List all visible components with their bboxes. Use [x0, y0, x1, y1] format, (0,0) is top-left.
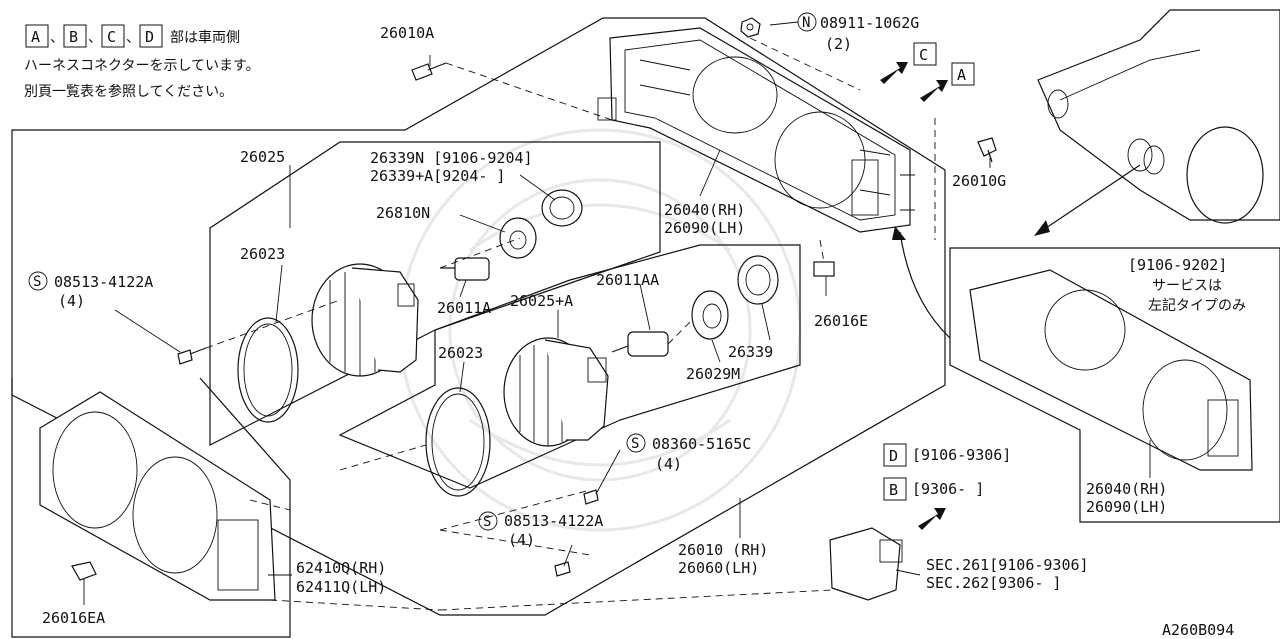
bulb-26011aa [611, 331, 669, 357]
label-qty-2: (2) [825, 35, 852, 53]
label-08911: 08911-1062G [820, 14, 919, 32]
socket-26810n [499, 217, 537, 259]
label-bolt-s-mid: S [631, 436, 639, 452]
note-box-c: C [107, 28, 116, 46]
label-bolt-s-lower: S [483, 514, 491, 530]
dashed-assembly-lines [205, 37, 936, 611]
rim-26023-lower [425, 387, 491, 497]
connector-26016e [813, 261, 835, 277]
connector-arrows [880, 62, 1141, 530]
label-26010g: 26010G [952, 172, 1006, 190]
label-26040-rh: 26040(RH) [664, 201, 745, 219]
sub-frame-26025 [209, 141, 661, 446]
label-26025: 26025 [240, 148, 285, 166]
retaining-ring-26339 [737, 255, 779, 305]
label-26810n: 26810N [376, 204, 430, 222]
label-qty-4-upper: (4) [58, 292, 85, 310]
label-26029m: 26029M [686, 365, 740, 383]
inset-housing-bracket [969, 269, 1253, 471]
label-bolt-n: N [802, 15, 810, 31]
note-sep-3: 、 [126, 30, 140, 46]
note-line-1: 部は車両側 [170, 29, 240, 46]
housing-bracket [597, 27, 915, 233]
label-sec262: SEC.262[9306- ] [926, 574, 1061, 592]
label-26090-lh: 26090(LH) [664, 219, 745, 237]
screw-08513-lower [554, 561, 571, 577]
label-connector-d: D [889, 447, 898, 465]
lamp-unit-26025 [311, 263, 419, 377]
note-box-a: A [31, 28, 40, 46]
note-box-b: B [69, 28, 78, 46]
car-illustration [1037, 9, 1280, 224]
label-08513-upper: 08513-4122A [54, 273, 153, 291]
label-26010-rh: 26010 (RH) [678, 541, 768, 559]
label-26023-upper: 26023 [240, 245, 285, 263]
note-line-2: ハーネスコネクターを示しています。 [24, 58, 260, 74]
label-inset-26090: 26090(LH) [1086, 498, 1167, 516]
bulb-26011a [440, 257, 490, 281]
label-inset-note-2: 左記タイプのみ [1148, 297, 1246, 314]
label-bolt-s-upper: S [33, 274, 41, 290]
bolt-26010a [411, 62, 447, 81]
label-26016e: 26016E [814, 312, 868, 330]
label-26339a: 26339+A[9204- ] [370, 167, 505, 185]
label-qty-4-lower: (4) [508, 531, 535, 549]
label-62410q: 62410Q(RH) [296, 559, 386, 577]
label-sec261: SEC.261[9106-9306] [926, 556, 1089, 574]
label-26011aa: 26011AA [596, 271, 659, 289]
bezel-frame [11, 377, 291, 638]
label-08513-lower: 08513-4122A [504, 512, 603, 530]
label-connector-c: C [919, 46, 928, 64]
lamp-unit-26025a [503, 337, 609, 447]
label-26023-lower: 26023 [438, 344, 483, 362]
label-26010a: 26010A [380, 24, 434, 42]
note-block: A 、 B 、 C 、 D 部は車両側 ハーネスコネクターを示しています。 別頁… [24, 24, 260, 100]
label-connector-a: A [957, 66, 966, 84]
note-sep-2: 、 [88, 30, 102, 46]
sub-frame-26025a [338, 244, 801, 489]
headlamp-connector-sec261 [829, 527, 903, 601]
screw-08360 [583, 489, 599, 505]
part-labels: 26010A N 08911-1062G (2) C A 26010G 2602… [28, 12, 1246, 639]
label-inset-26040: 26040(RH) [1086, 480, 1167, 498]
leader-lines [83, 21, 1151, 605]
label-connector-b: B [889, 481, 898, 499]
label-62411q: 62411Q(LH) [296, 578, 386, 596]
label-inset-range: [9106-9202] [1128, 256, 1227, 274]
label-d-range: [9106-9306] [912, 446, 1011, 464]
label-26011a: 26011A [437, 299, 491, 317]
label-b-range: [9306- ] [912, 480, 984, 498]
label-26339: 26339 [728, 343, 773, 361]
label-inset-note-1: サービスは [1152, 278, 1222, 294]
socket-26029m [691, 290, 729, 340]
label-26025a: 26025+A [510, 292, 573, 310]
note-box-d: D [145, 28, 154, 46]
label-qty-4-mid: (4) [655, 455, 682, 473]
screw-08513-upper [177, 347, 207, 365]
rim-26023-upper [237, 317, 299, 423]
label-26339n: 26339N [9106-9204] [370, 149, 533, 167]
clip-26016ea [71, 561, 97, 581]
clip-26010g [977, 137, 997, 163]
nut-08911 [740, 17, 761, 38]
note-sep-1: 、 [50, 30, 64, 46]
label-08360: 08360-5165C [652, 435, 751, 453]
label-26060-lh: 26060(LH) [678, 559, 759, 577]
note-line-3: 別頁一覧表を参照してください。 [24, 83, 233, 100]
retaining-ring-26339n [541, 189, 583, 227]
watermark-emblem [398, 128, 802, 532]
label-26016ea: 26016EA [42, 609, 105, 627]
inset-frame [949, 247, 1280, 523]
label-drawing-code: A260B094 [1162, 621, 1234, 639]
